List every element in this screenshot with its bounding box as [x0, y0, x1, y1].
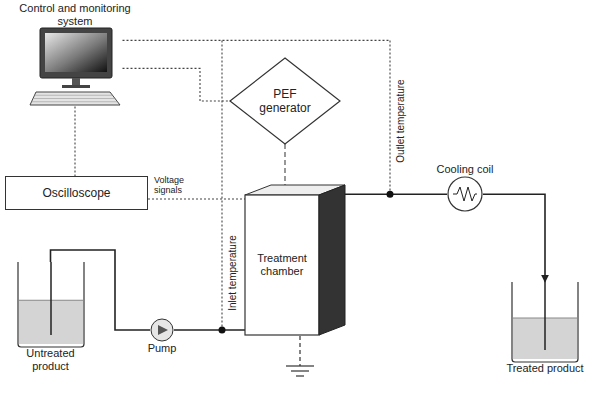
cooling-coil: Cooling coil — [430, 163, 500, 212]
control-wire — [123, 40, 391, 41]
temperature-label: Outlet temperature — [395, 79, 406, 164]
cooling-coil-label: Cooling coil — [430, 163, 500, 176]
signal-line — [123, 68, 231, 101]
oscilloscope-box-label: Oscilloscope — [7, 186, 146, 200]
junction-dot — [387, 191, 394, 198]
generator-diamond-shape: PEF generator — [230, 58, 340, 144]
computer: Control and monitoring system — [5, 2, 145, 106]
pump-label: Pump — [137, 342, 187, 355]
beaker-label: Untreated product — [8, 347, 93, 373]
signal-line — [74, 106, 75, 176]
generator-diamond-text-area: PEF generator — [252, 78, 318, 124]
oscilloscope-box: Oscilloscope — [5, 176, 148, 210]
beaker-outline — [16, 262, 86, 347]
pipe-line — [345, 193, 447, 195]
outlet-wire — [389, 40, 390, 194]
junction-dot — [219, 327, 226, 334]
temperature-label: Inlet temperature — [227, 234, 238, 312]
pipe-line — [174, 329, 245, 331]
treatment-chamber: Treatment chamber — [245, 185, 345, 335]
cooling-coil-shape — [447, 176, 483, 212]
beaker-shape — [510, 282, 580, 362]
signal-label: Voltage signals — [154, 176, 202, 196]
computer-label: Control and monitoring system — [5, 2, 145, 28]
computer-outline — [28, 28, 123, 106]
ground-symbol — [286, 336, 314, 376]
signal-line — [148, 198, 245, 199]
computer-shape — [28, 28, 123, 106]
generator-diamond-label: PEF generator — [252, 87, 318, 116]
beaker: Untreated product — [8, 262, 93, 373]
oscilloscope-box-shape: Oscilloscope — [5, 176, 148, 210]
treatment-chamber-label: Treatment chamber — [247, 252, 317, 278]
beaker-label: Treated product — [505, 362, 585, 375]
pump-shape — [150, 318, 174, 342]
oscilloscope-box-text-area: Oscilloscope — [7, 178, 146, 208]
pump-outline — [150, 318, 174, 342]
generator-diamond: PEF generator — [230, 58, 340, 144]
pump: Pump — [137, 318, 187, 355]
beaker: Treated product — [505, 282, 585, 375]
cooling-coil-outline — [447, 176, 483, 212]
treatment-chamber-text-area: Treatment chamber — [247, 197, 317, 333]
inlet-wire — [221, 40, 222, 330]
beaker-shape — [16, 262, 86, 347]
treatment-chamber-shape: Treatment chamber — [245, 185, 345, 335]
beaker-outline — [510, 282, 580, 362]
pipe-line — [483, 194, 545, 282]
signal-line — [284, 144, 285, 185]
